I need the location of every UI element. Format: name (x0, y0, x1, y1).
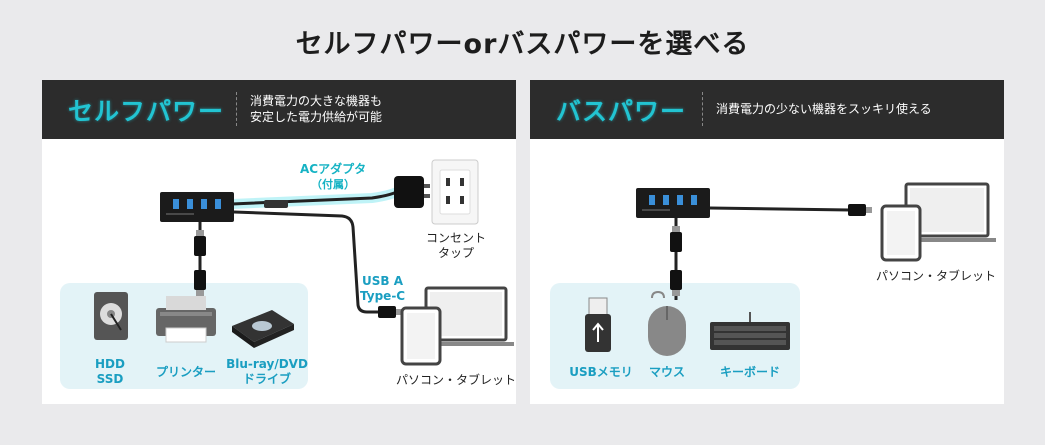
ac-adapter-icon (394, 176, 430, 208)
keyboard-icon (710, 312, 790, 350)
outlet-icon (431, 159, 479, 225)
hub-to-pc-cable (709, 204, 872, 216)
self-power-title: セルフパワー (68, 97, 225, 126)
adapter-label-1: ACアダプタ (300, 162, 367, 176)
bluray-label-1: Blu-ray/DVD (226, 357, 308, 371)
usb-hub-icon (636, 188, 710, 218)
outlet-label-1: コンセント (426, 231, 487, 245)
usb-memory-icon (585, 297, 611, 352)
bluray-label: Blu-ray/DVD ドライブ (222, 357, 312, 387)
hub-to-devices-cable (670, 218, 682, 300)
usb-memory-label: USBメモリ (569, 365, 633, 379)
header-divider (702, 92, 703, 126)
usb-hub-icon (160, 192, 234, 222)
header-divider (236, 92, 237, 126)
bus-power-header: バスパワー 消費電力の少ない機器をスッキリ使える (530, 80, 1004, 139)
adapter-cable (231, 187, 399, 209)
printer-label: プリンター (155, 365, 216, 379)
cable-label-2: Type-C (360, 289, 406, 303)
printer-icon (156, 296, 216, 343)
outlet-label: コンセント タップ (426, 231, 486, 261)
self-power-header: セルフパワー 消費電力の大きな機器も 安定した電力供給が可能 (42, 80, 516, 139)
bus-power-title: バスパワー (556, 97, 687, 126)
cable-label: USB A Type-C (360, 274, 405, 304)
hdd-label-1: HDD (95, 357, 125, 371)
adapter-label-2: （付属） (311, 178, 356, 191)
pc-tablet-label: パソコン・タブレット (876, 269, 997, 283)
hdd-icon (94, 292, 128, 340)
bus-power-panel: バスパワー 消費電力の少ない機器をスッキリ使える (530, 80, 1004, 404)
pc-tablet-label: パソコン・タブレット (396, 373, 517, 387)
adapter-label: ACアダプタ （付属） (300, 162, 366, 192)
pc-tablet-icon (400, 286, 514, 366)
hdd-label: HDD SSD (80, 357, 140, 387)
hub-to-devices-cable (194, 222, 206, 300)
keyboard-label: キーボード (719, 365, 780, 379)
page-title: セルフパワーorバスパワーを選べる (295, 29, 750, 60)
pc-tablet-icon (880, 182, 996, 262)
self-power-diagram (94, 159, 514, 366)
bus-power-diagram (585, 182, 996, 356)
mouse-icon (648, 290, 686, 356)
hub-to-pc-cable (233, 210, 402, 318)
outlet-label-2: タップ (438, 246, 475, 260)
mouse-label: マウス (648, 365, 685, 379)
cable-label-1: USB A (362, 274, 404, 288)
bluray-label-2: ドライブ (242, 372, 291, 386)
bluray-drive-icon (232, 310, 294, 348)
self-power-desc-2: 安定した電力供給が可能 (250, 110, 383, 124)
self-power-desc-1: 消費電力の大きな機器も (250, 94, 383, 108)
hdd-label-2: SSD (96, 372, 124, 386)
bus-power-desc: 消費電力の少ない機器をスッキリ使える (716, 102, 932, 116)
self-power-panel: セルフパワー 消費電力の大きな機器も 安定した電力供給が可能 (42, 80, 516, 404)
